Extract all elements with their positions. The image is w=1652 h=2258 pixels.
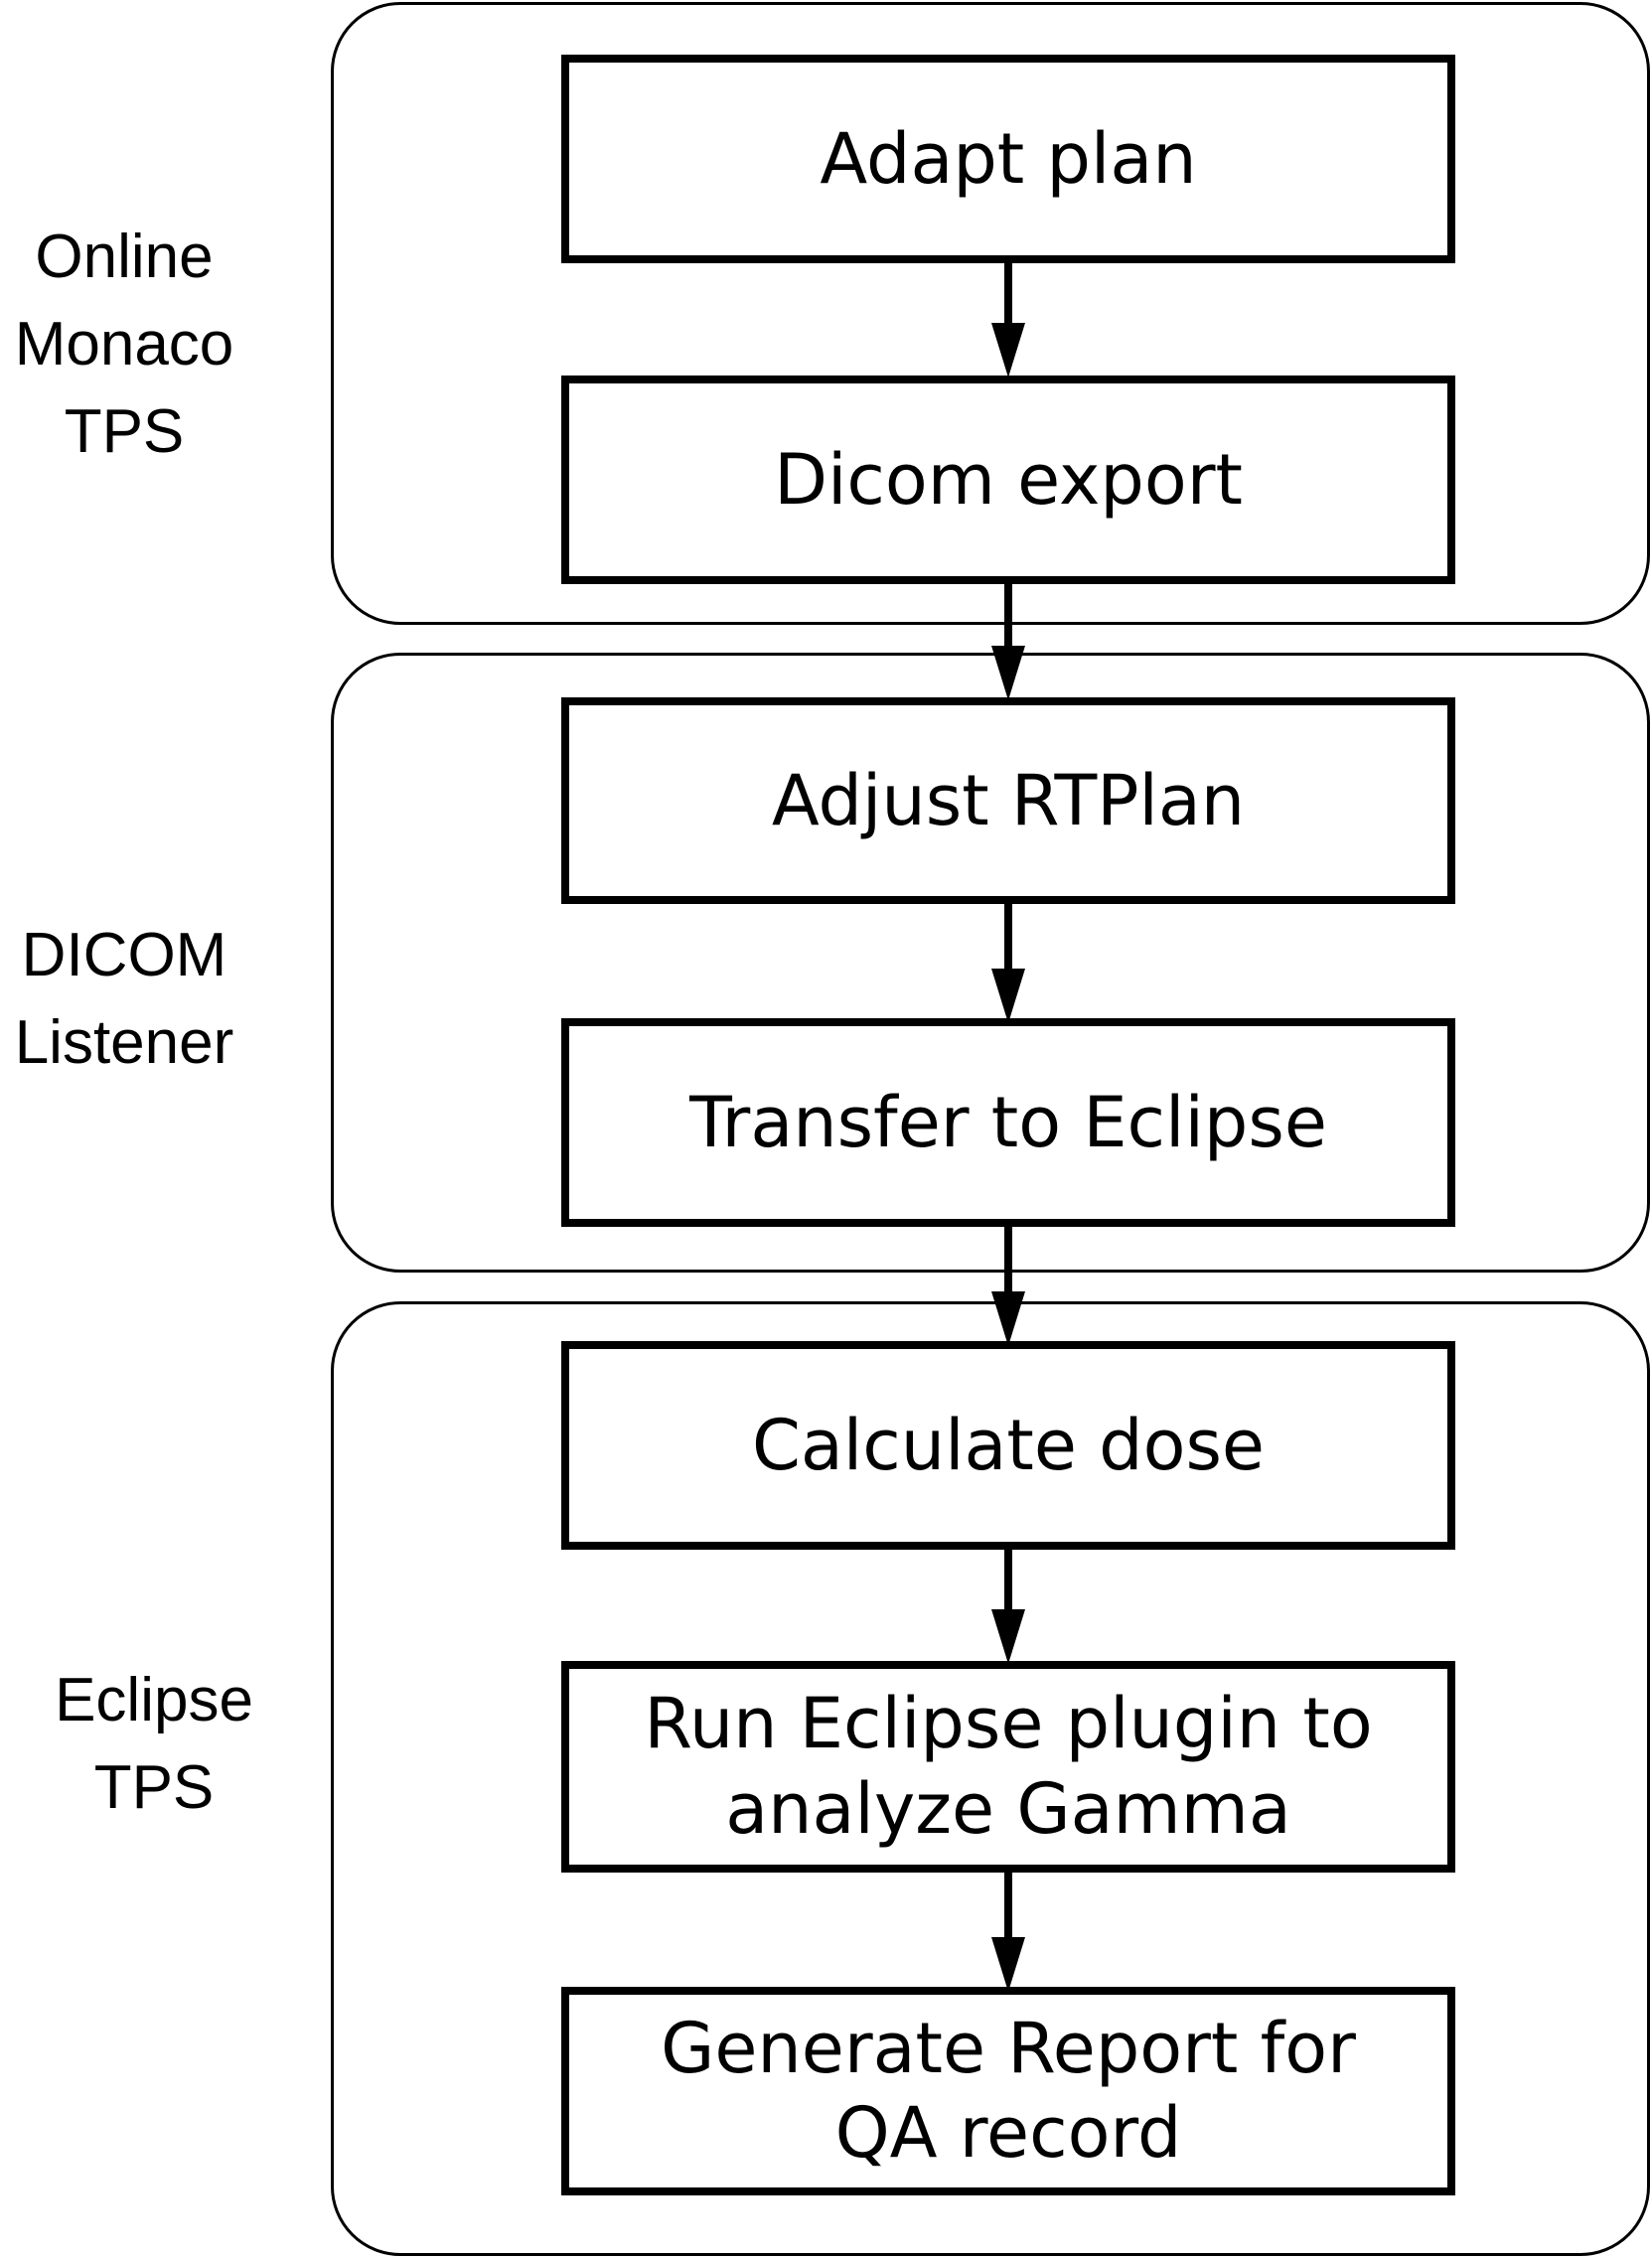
arrow-head	[991, 1609, 1025, 1664]
step-generate-report: Generate Report for QA record	[561, 1987, 1455, 2195]
label-online-monaco-tps: Online Monaco TPS	[14, 223, 234, 467]
arrow-head	[991, 323, 1025, 377]
step-transfer-to-eclipse: Transfer to Eclipse	[561, 1018, 1455, 1227]
step-label: Transfer to Eclipse	[689, 1082, 1327, 1163]
step-label: Adjust RTPlan	[771, 760, 1246, 841]
label-eclipse-tps: Eclipse TPS	[55, 1666, 253, 1823]
step-adapt-plan: Adapt plan	[561, 55, 1455, 263]
arrow-head	[991, 969, 1025, 1023]
step-calculate-dose: Calculate dose	[561, 1341, 1455, 1550]
step-label: Dicom export	[774, 439, 1243, 521]
step-label: Adapt plan	[820, 118, 1197, 200]
step-adjust-rtplan: Adjust RTPlan	[561, 697, 1455, 904]
step-label: Run Eclipse plugin to analyze Gamma	[644, 1683, 1373, 1850]
step-run-eclipse-plugin: Run Eclipse plugin to analyze Gamma	[561, 1661, 1455, 1873]
step-label: Calculate dose	[752, 1405, 1265, 1486]
step-label: Generate Report for QA record	[661, 2007, 1356, 2174]
arrow-head	[991, 1937, 1025, 1992]
arrow-head	[991, 1291, 1025, 1346]
step-dicom-export: Dicom export	[561, 376, 1455, 584]
arrow-head	[991, 646, 1025, 700]
label-dicom-listener: DICOM Listener	[14, 921, 234, 1078]
